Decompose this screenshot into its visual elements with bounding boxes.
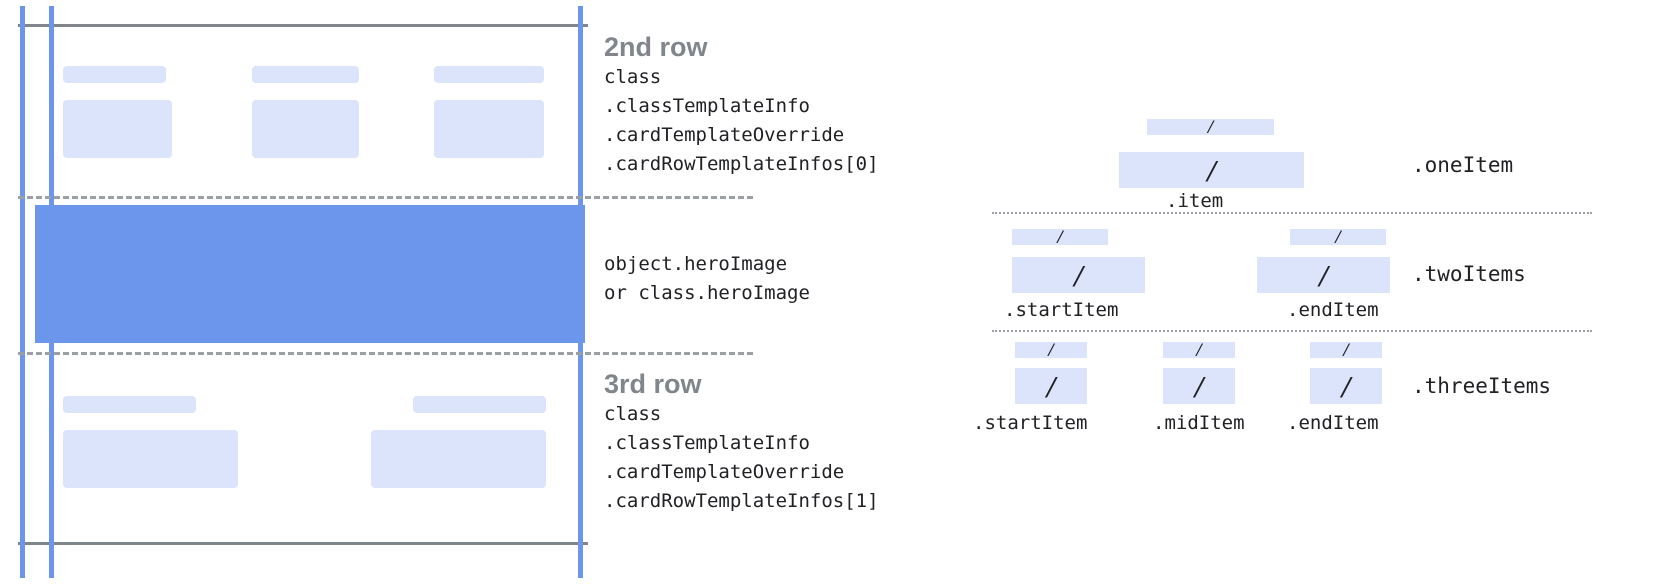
three-items-start-label-cell: / [1015, 341, 1087, 360]
annotation-third-row-title: 3rd row [604, 369, 702, 399]
annotation-second-row: 2nd row class .classTemplateInfo .cardTe… [604, 32, 879, 179]
one-item-value-cell: / [1119, 152, 1304, 188]
two-items-start-value-cell: / [1012, 257, 1145, 293]
annotation-hero-image: object.heroImage or class.heroImage [604, 250, 810, 308]
three-items-end-value-cell: / [1310, 368, 1382, 404]
three-items-end-label-cell: / [1310, 341, 1382, 360]
annotation-third-row-code: class .classTemplateInfo .cardTemplateOv… [604, 403, 879, 513]
three-items-mid-label-cell: / [1163, 341, 1235, 360]
two-items-end-label-cell: / [1290, 228, 1386, 247]
annotation-second-row-title: 2nd row [604, 32, 708, 62]
card-top-border [18, 24, 588, 27]
second-row-label-placeholder-1 [63, 66, 166, 83]
annotation-second-row-code: class .classTemplateInfo .cardTemplateOv… [604, 66, 879, 176]
two-items-end-caption: .endItem [1287, 299, 1379, 321]
second-row-label-placeholder-3 [434, 66, 544, 83]
three-items-group-label: .threeItems [1412, 374, 1552, 398]
three-items-start-value-cell: / [1015, 368, 1087, 404]
annotation-third-row: 3rd row class .classTemplateInfo .cardTe… [604, 369, 879, 516]
two-items-start-caption: .startItem [1004, 299, 1119, 321]
three-items-mid-value-cell: / [1163, 368, 1235, 404]
second-row-label-placeholder-2 [252, 66, 359, 83]
second-row-value-placeholder-2 [252, 100, 359, 158]
card-row-template-diagram [0, 0, 753, 584]
item-group-separator-1 [992, 212, 1592, 214]
three-items-mid-caption: .midItem [1153, 412, 1245, 434]
guide-line-outer-left [20, 6, 25, 578]
three-items-start-caption: .startItem [973, 412, 1088, 434]
item-group-separator-2 [992, 330, 1592, 332]
third-row-value-placeholder-2 [371, 430, 546, 488]
row-separator-bottom [18, 352, 753, 355]
two-items-start-label-cell: / [1012, 228, 1108, 247]
one-item-group-label: .oneItem [1412, 153, 1514, 177]
second-row-value-placeholder-1 [63, 100, 172, 158]
one-item-caption: .item [1166, 190, 1224, 212]
hero-image-band [35, 205, 585, 343]
one-item-label-cell: / [1147, 118, 1274, 137]
two-items-end-value-cell: / [1257, 257, 1390, 293]
two-items-group-label: .twoItems [1412, 262, 1526, 286]
row-separator-top [18, 196, 753, 199]
second-row-value-placeholder-3 [434, 100, 544, 158]
item-layout-diagram: / / .item .oneItem / / .startItem / / .e… [960, 0, 1676, 584]
annotation-hero-image-code: object.heroImage or class.heroImage [604, 253, 810, 304]
third-row-label-placeholder-2 [413, 396, 546, 413]
third-row-label-placeholder-1 [63, 396, 196, 413]
third-row-value-placeholder-1 [63, 430, 238, 488]
card-bottom-border [18, 542, 588, 545]
three-items-end-caption: .endItem [1287, 412, 1379, 434]
